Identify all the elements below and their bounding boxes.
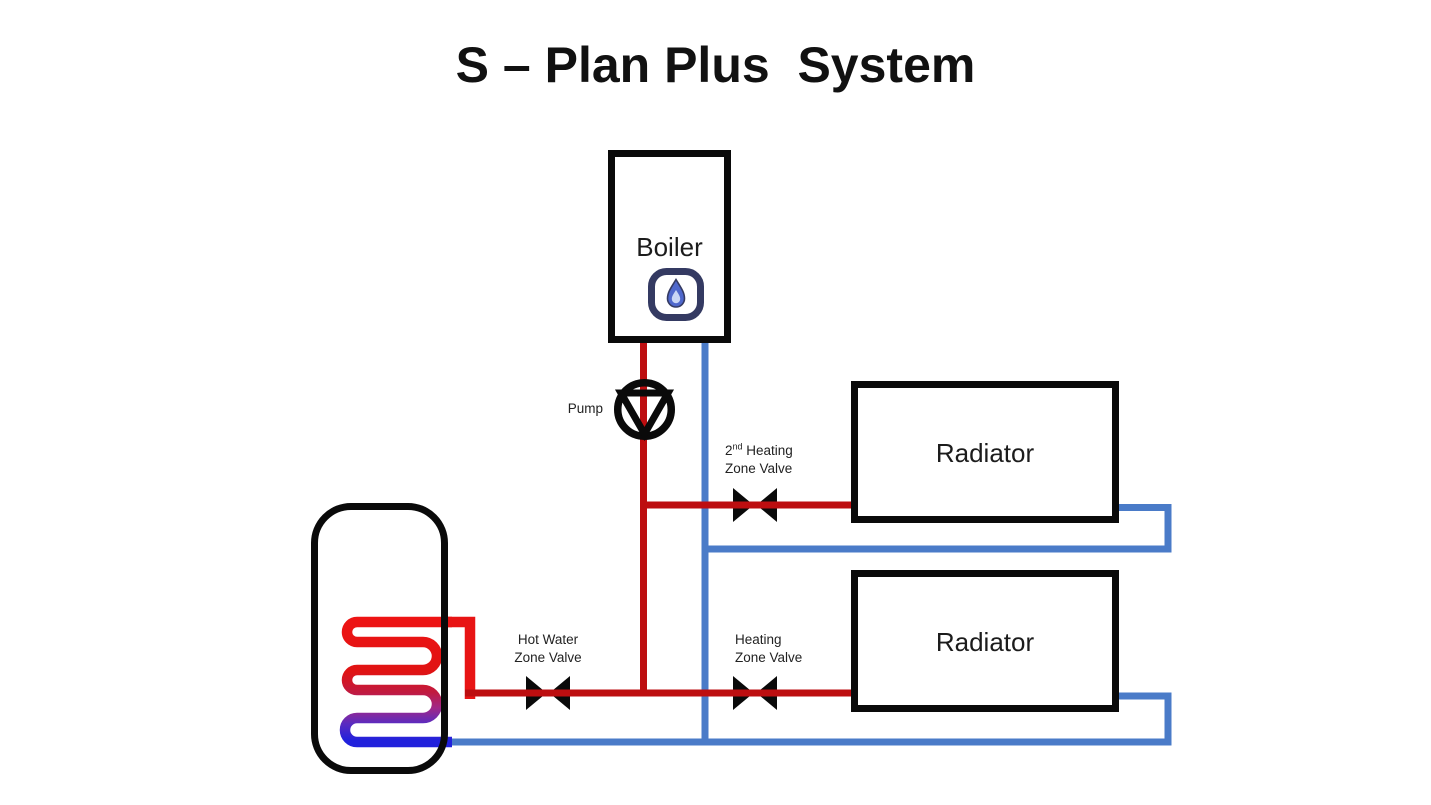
cylinder-coil bbox=[339, 616, 452, 748]
hot-pipes bbox=[465, 343, 858, 697]
pump-label: Pump bbox=[567, 401, 603, 416]
valve-label-line2: Zone Valve bbox=[725, 461, 793, 476]
valve-label-line2: Zone Valve bbox=[514, 650, 582, 665]
radiator-1-label: Radiator bbox=[935, 438, 1035, 468]
cylinder-feed-pipe bbox=[444, 616, 476, 699]
radiator-box-1 bbox=[851, 381, 1119, 523]
radiator-2-label: Radiator bbox=[935, 627, 1035, 657]
second-heating-zone-valve-label: 2nd Heating Zone Valve bbox=[725, 442, 835, 478]
valve-label-line1: Heating bbox=[735, 632, 782, 647]
radiator-box-2 bbox=[851, 570, 1119, 712]
hot-water-zone-valve-label: Hot Water Zone Valve bbox=[490, 631, 606, 667]
valve-label-line1: Hot Water bbox=[517, 632, 579, 647]
return-pipes bbox=[450, 343, 1172, 746]
pump-icon bbox=[614, 379, 675, 442]
heating-zone-valve-label: Heating Zone Valve bbox=[735, 631, 845, 667]
valve-label-line2: Zone Valve bbox=[735, 650, 803, 665]
flame-icon bbox=[648, 268, 704, 321]
slide-title: S – Plan Plus System bbox=[455, 37, 976, 93]
hot-water-cylinder bbox=[311, 503, 448, 774]
valve-label-line1: 2nd Heating bbox=[725, 441, 793, 458]
boiler-label: Boiler bbox=[636, 232, 703, 262]
